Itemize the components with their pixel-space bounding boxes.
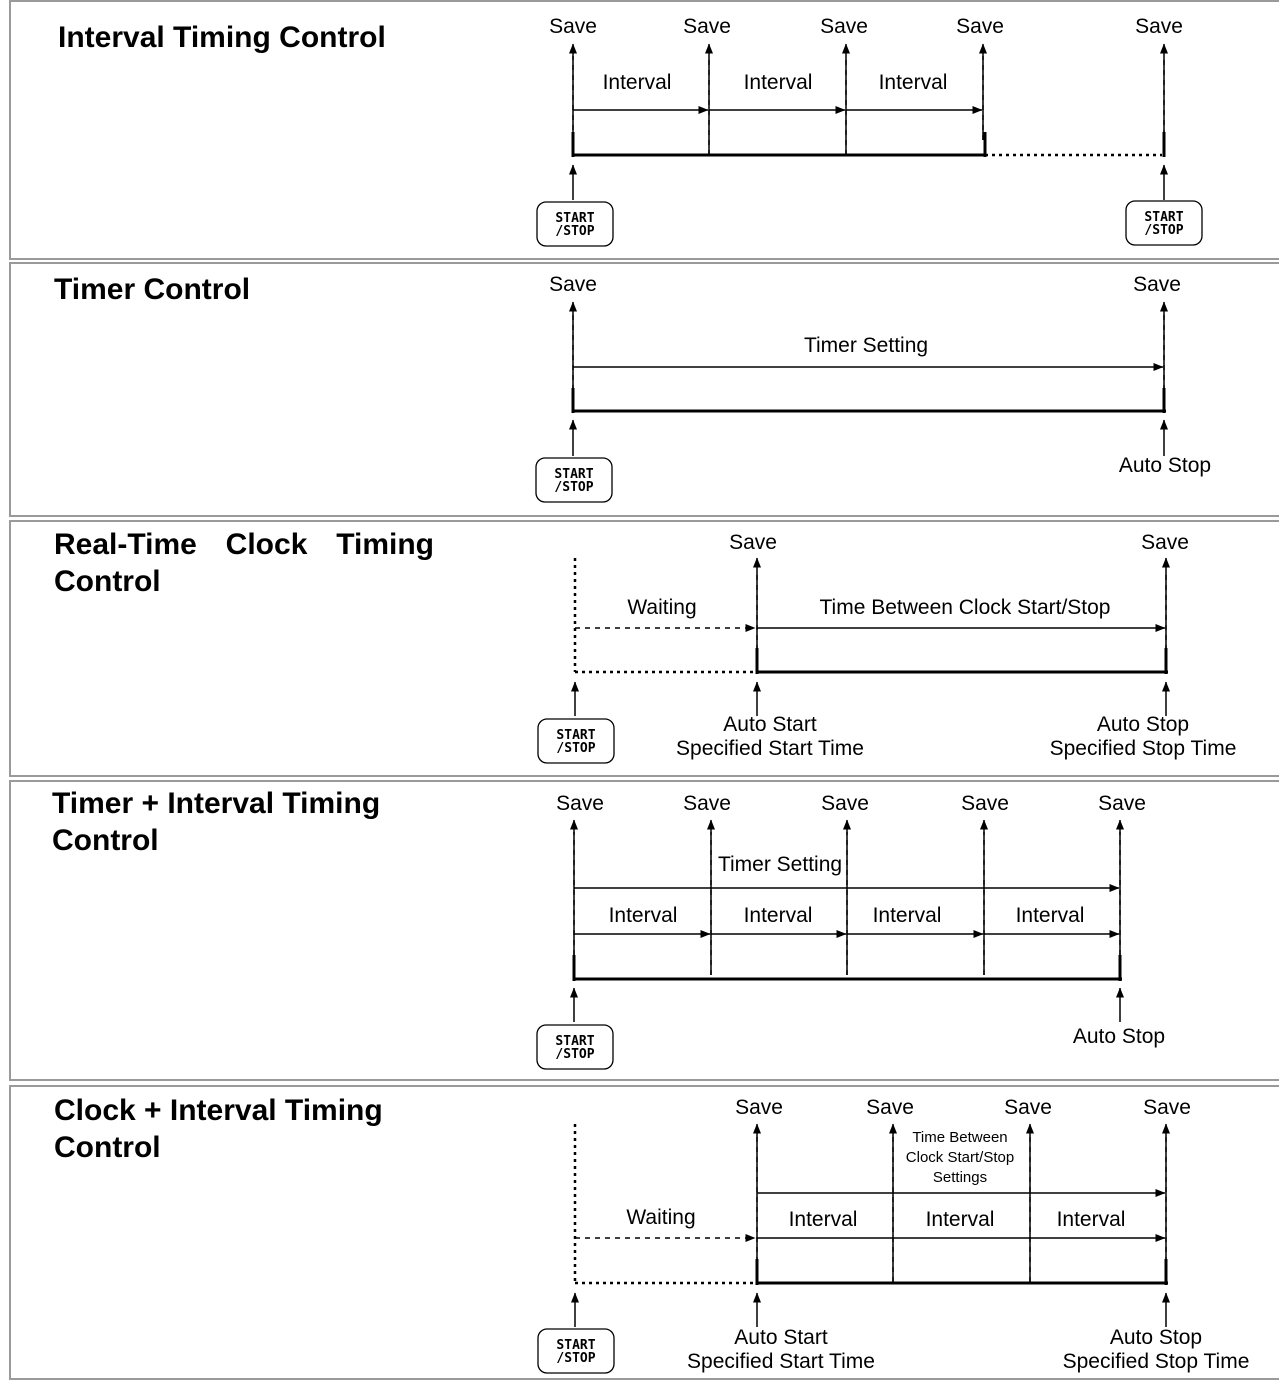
section-title-clock-interval: Clock + Interval Timing Control [54, 1094, 383, 1164]
interval-label: Interval [873, 904, 942, 927]
save-label: Save [683, 792, 731, 815]
save-label: Save [956, 15, 1004, 38]
start-stop-button-label: START [554, 467, 593, 482]
interval-label: Interval [789, 1208, 858, 1231]
save-label: Save [1004, 1096, 1052, 1119]
save-label: Save [556, 792, 604, 815]
auto-stop-label: Auto Stop [1097, 713, 1189, 736]
interval-label: Interval [926, 1208, 995, 1231]
interval-label: Interval [603, 71, 672, 94]
realtime-clock-panel [9, 520, 1279, 777]
time-between-settings-label: Clock Start/Stop [906, 1149, 1014, 1166]
start-stop-button [536, 1024, 614, 1070]
start-stop-button-label: START [1144, 210, 1183, 225]
timer-setting-label: Timer Setting [804, 334, 928, 357]
save-label: Save [729, 531, 777, 554]
save-label: Save [820, 15, 868, 38]
interval-label: Interval [609, 904, 678, 927]
time-between-settings-label: Time Between [912, 1129, 1007, 1146]
specified-start-time-label: Specified Start Time [687, 1350, 875, 1373]
section-title-realtime: Real-Time Clock Timing Control [54, 528, 434, 598]
section-title-timer-interval: Timer + Interval Timing Control [52, 787, 381, 857]
start-stop-button [535, 457, 613, 503]
auto-stop-label: Auto Stop [1119, 454, 1211, 477]
save-label: Save [549, 273, 597, 296]
save-label: Save [1133, 273, 1181, 296]
save-label: Save [683, 15, 731, 38]
start-stop-button [537, 1328, 615, 1374]
start-stop-button-label: /STOP [555, 224, 594, 239]
start-stop-button-label: START [556, 728, 595, 743]
interval-label: Interval [879, 71, 948, 94]
time-between-settings-label: Settings [933, 1169, 987, 1186]
waiting-label: Waiting [627, 596, 696, 619]
save-label: Save [1135, 15, 1183, 38]
timer-interval-panel [9, 780, 1279, 1081]
start-stop-button [537, 718, 615, 764]
section-title-interval: Interval Timing Control [58, 21, 386, 54]
interval-timing-panel [9, 0, 1279, 260]
interval-label: Interval [744, 904, 813, 927]
clock-interval-panel [9, 1085, 1279, 1380]
interval-label: Interval [1057, 1208, 1126, 1231]
timer-control-panel [9, 262, 1279, 517]
auto-start-label: Auto Start [723, 713, 817, 736]
save-label: Save [961, 792, 1009, 815]
auto-stop-label: Auto Stop [1110, 1326, 1202, 1349]
waiting-label: Waiting [626, 1206, 695, 1229]
start-stop-button-label: /STOP [556, 741, 595, 756]
start-stop-button-label: START [556, 1338, 595, 1353]
save-label: Save [866, 1096, 914, 1119]
save-label: Save [1143, 1096, 1191, 1119]
specified-stop-time-label: Specified Stop Time [1063, 1350, 1250, 1373]
save-label: Save [821, 792, 869, 815]
save-label: Save [549, 15, 597, 38]
interval-label: Interval [744, 71, 813, 94]
save-label: Save [1141, 531, 1189, 554]
auto-start-label: Auto Start [734, 1326, 828, 1349]
specified-start-time-label: Specified Start Time [676, 737, 864, 760]
save-label: Save [735, 1096, 783, 1119]
time-between-label: Time Between Clock Start/Stop [819, 596, 1110, 619]
interval-label: Interval [1016, 904, 1085, 927]
start-stop-button [1125, 200, 1203, 246]
start-stop-button-label: /STOP [555, 1047, 594, 1062]
timer-setting-label: Timer Setting [718, 853, 842, 876]
section-title-timer: Timer Control [54, 273, 251, 306]
start-stop-button-label: /STOP [554, 480, 593, 495]
start-stop-button [536, 201, 614, 247]
specified-stop-time-label: Specified Stop Time [1050, 737, 1237, 760]
save-label: Save [1098, 792, 1146, 815]
start-stop-button-label: /STOP [1144, 223, 1183, 238]
start-stop-button-label: START [555, 1034, 594, 1049]
start-stop-button-label: /STOP [556, 1351, 595, 1366]
start-stop-button-label: START [555, 211, 594, 226]
auto-stop-label: Auto Stop [1073, 1025, 1165, 1048]
